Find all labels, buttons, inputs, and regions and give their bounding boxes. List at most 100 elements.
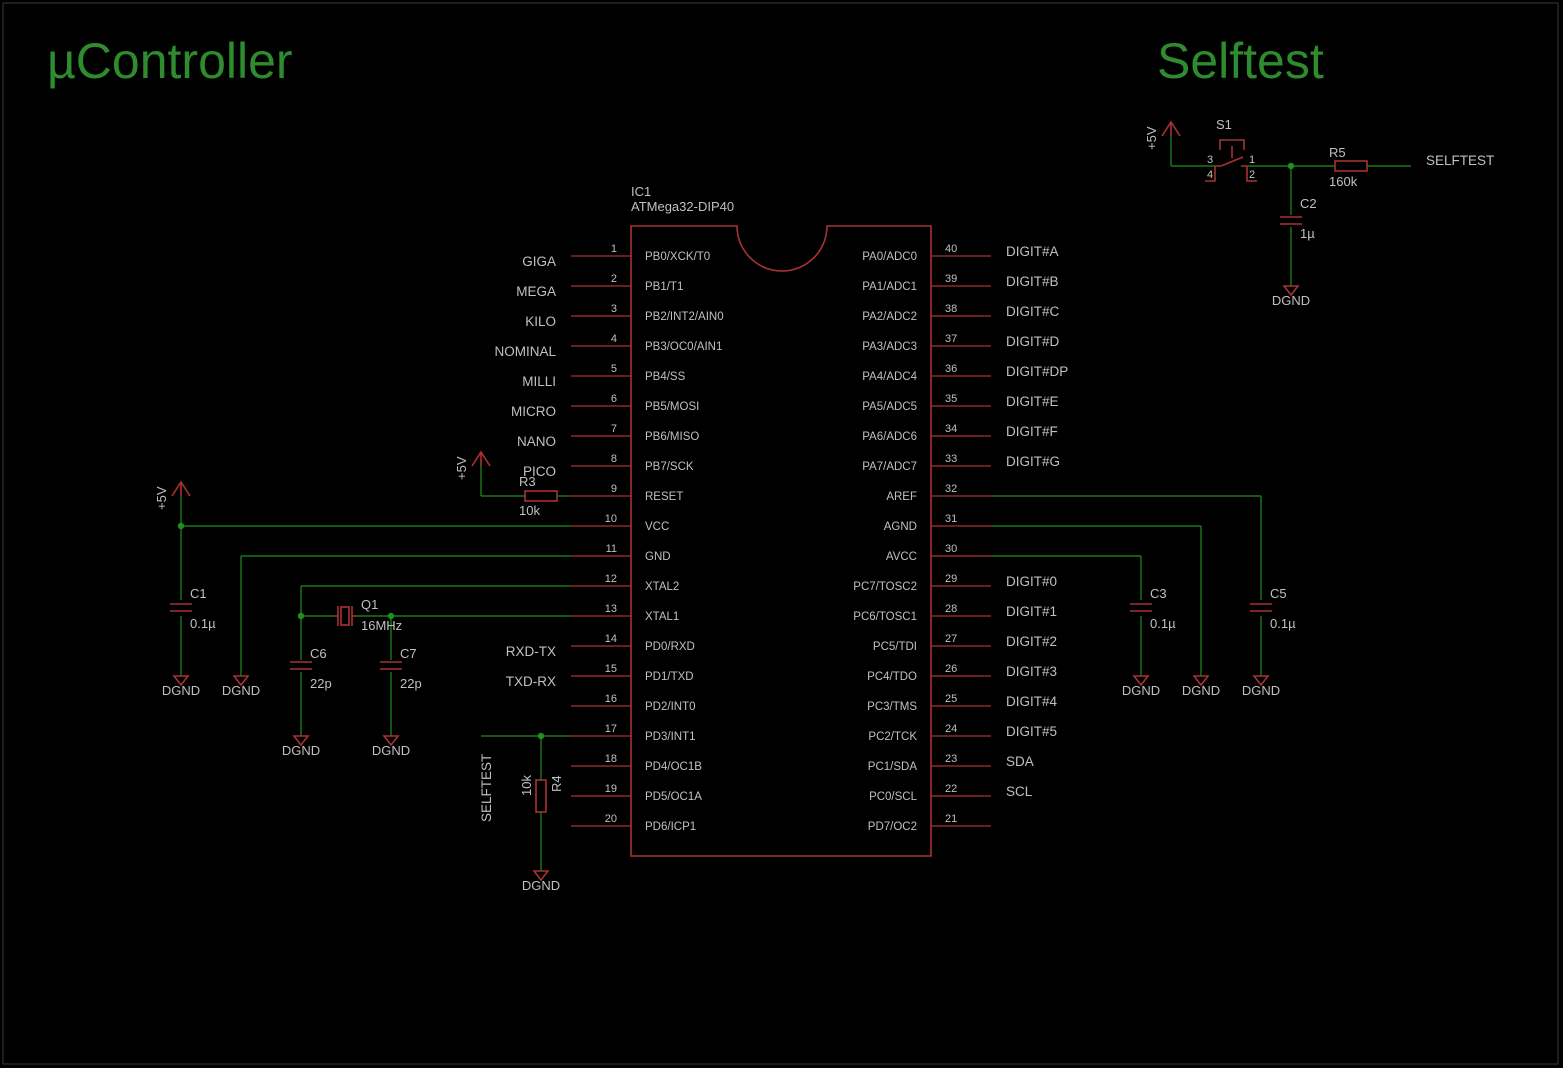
ic-pin-number: 26 <box>945 663 957 675</box>
svg-text:3: 3 <box>1207 154 1213 166</box>
ic-pin-number: 34 <box>945 423 957 435</box>
svg-text:22p: 22p <box>310 676 332 691</box>
ic-ref: IC1 <box>631 184 651 199</box>
ground-label: DGND <box>522 878 560 893</box>
ic-pin-number: 9 <box>611 483 617 495</box>
ic-pin-name: PB0/XCK/T0 <box>645 251 710 263</box>
cap-c2: C2 1µ <box>1280 196 1317 241</box>
net-label: NANO <box>517 434 556 449</box>
ic-pin-name: PA1/ADC1 <box>862 281 917 293</box>
net-label: DIGIT#DP <box>1006 364 1068 379</box>
svg-text:16MHz: 16MHz <box>361 618 402 633</box>
ground-symbol <box>1252 675 1270 687</box>
ic-pin-number: 6 <box>611 393 617 405</box>
svg-text:S1: S1 <box>1216 117 1232 132</box>
net-label: DIGIT#0 <box>1006 574 1057 589</box>
ic-pin-number: 11 <box>606 543 617 555</box>
net-label: RXD-TX <box>506 644 556 659</box>
svg-text:10k: 10k <box>519 503 540 518</box>
ic-pin-name: XTAL2 <box>645 581 679 593</box>
svg-text:2: 2 <box>1249 169 1255 181</box>
ground-symbol <box>1282 285 1300 297</box>
ic-pin-number: 17 <box>605 723 617 735</box>
net-label: DIGIT#1 <box>1006 604 1057 619</box>
ic-pin-number: 13 <box>605 603 617 615</box>
ground-label: DGND <box>1272 293 1310 308</box>
supply-5v-c1: +5V <box>154 480 191 510</box>
ic-pin-number: 33 <box>945 453 957 465</box>
ic-value: ATMega32-DIP40 <box>631 199 734 214</box>
ground-label: DGND <box>222 683 260 698</box>
cap-c5: C5 0.1µ <box>1250 586 1296 631</box>
ic-pin-number: 25 <box>945 693 957 705</box>
ground-symbol <box>532 870 550 882</box>
crystal-q1: Q1 16MHz <box>334 597 402 633</box>
wires <box>180 136 1411 871</box>
ic-pin-name: PB7/SCK <box>645 461 694 473</box>
ic-pin-name: PA5/ADC5 <box>862 401 917 413</box>
svg-text:C6: C6 <box>310 646 327 661</box>
cap-c1: C1 0.1µ <box>170 586 216 631</box>
svg-text:+5V: +5V <box>1144 126 1159 150</box>
net-label: DIGIT#3 <box>1006 664 1057 679</box>
ic-pin-name: PB3/OC0/AIN1 <box>645 341 722 353</box>
switch-s1: S1 3 1 4 2 <box>1205 117 1257 182</box>
supply-5v-selftest: +5V <box>1144 120 1181 150</box>
title-ucontroller: µController <box>47 33 293 89</box>
ic-pin-name: PC6/TOSC1 <box>853 611 917 623</box>
net-label: PICO <box>523 464 556 479</box>
svg-text:1µ: 1µ <box>1300 226 1315 241</box>
net-label: DIGIT#B <box>1006 274 1059 289</box>
ground-symbol <box>172 675 190 687</box>
net-label: GIGA <box>522 254 556 269</box>
ic-pin-name: PB2/INT2/AIN0 <box>645 311 724 323</box>
ic-pin-number: 7 <box>611 423 617 435</box>
resistor-r4: 10k R4 <box>519 775 564 813</box>
ic-pin-number: 35 <box>945 393 957 405</box>
ic-pin-name: PD5/OC1A <box>645 791 702 803</box>
ic-pin-number: 18 <box>605 753 617 765</box>
cap-c3: C3 0.1µ <box>1130 586 1176 631</box>
ground-label: DGND <box>1242 683 1280 698</box>
ic-pin-number: 15 <box>605 663 617 675</box>
svg-text:C2: C2 <box>1300 196 1317 211</box>
net-label: MILLI <box>522 374 556 389</box>
ic-pin-number: 20 <box>605 813 617 825</box>
ic-pin-number: 32 <box>945 483 957 495</box>
ic-pin-number: 23 <box>945 753 957 765</box>
svg-text:R3: R3 <box>519 474 536 489</box>
ic-pin-number: 10 <box>605 513 617 525</box>
svg-text:+5V: +5V <box>454 456 469 480</box>
ground-symbol <box>1132 675 1150 687</box>
ic-pin-number: 1 <box>611 243 617 255</box>
net-label: DIGIT#2 <box>1006 634 1057 649</box>
net-label: DIGIT#G <box>1006 454 1060 469</box>
net-label: SDA <box>1006 754 1034 769</box>
ic-pin-number: 31 <box>945 513 957 525</box>
net-label: DIGIT#C <box>1006 304 1060 319</box>
svg-text:Q1: Q1 <box>361 597 378 612</box>
cap-c6: C6 22p <box>290 646 332 691</box>
ic-pin-name: PA7/ADC7 <box>862 461 917 473</box>
ic-pin-name: AGND <box>884 521 917 533</box>
net-label: NOMINAL <box>494 344 556 359</box>
net-label: DIGIT#4 <box>1006 694 1058 709</box>
ic-pin-name: VCC <box>645 521 669 533</box>
ic-pin-name: PB4/SS <box>645 371 686 383</box>
ic-pin-name: PA4/ADC4 <box>862 371 917 383</box>
ground-symbol <box>292 735 310 747</box>
resistor-r5: R5 160k <box>1329 145 1368 189</box>
ic-pin-name: PD4/OC1B <box>645 761 702 773</box>
ic-pin-number: 3 <box>611 303 617 315</box>
net-label: MICRO <box>511 404 556 419</box>
ic-pin-number: 5 <box>611 363 617 375</box>
net-selftest-in: SELFTEST <box>479 754 494 822</box>
ic-pin-name: PD2/INT0 <box>645 701 696 713</box>
svg-text:1: 1 <box>1249 154 1255 166</box>
ground-label: DGND <box>1182 683 1220 698</box>
ic-pin-name: PC3/TMS <box>867 701 917 713</box>
svg-text:C5: C5 <box>1270 586 1287 601</box>
ground-label: DGND <box>162 683 200 698</box>
ground-symbol <box>382 735 400 747</box>
